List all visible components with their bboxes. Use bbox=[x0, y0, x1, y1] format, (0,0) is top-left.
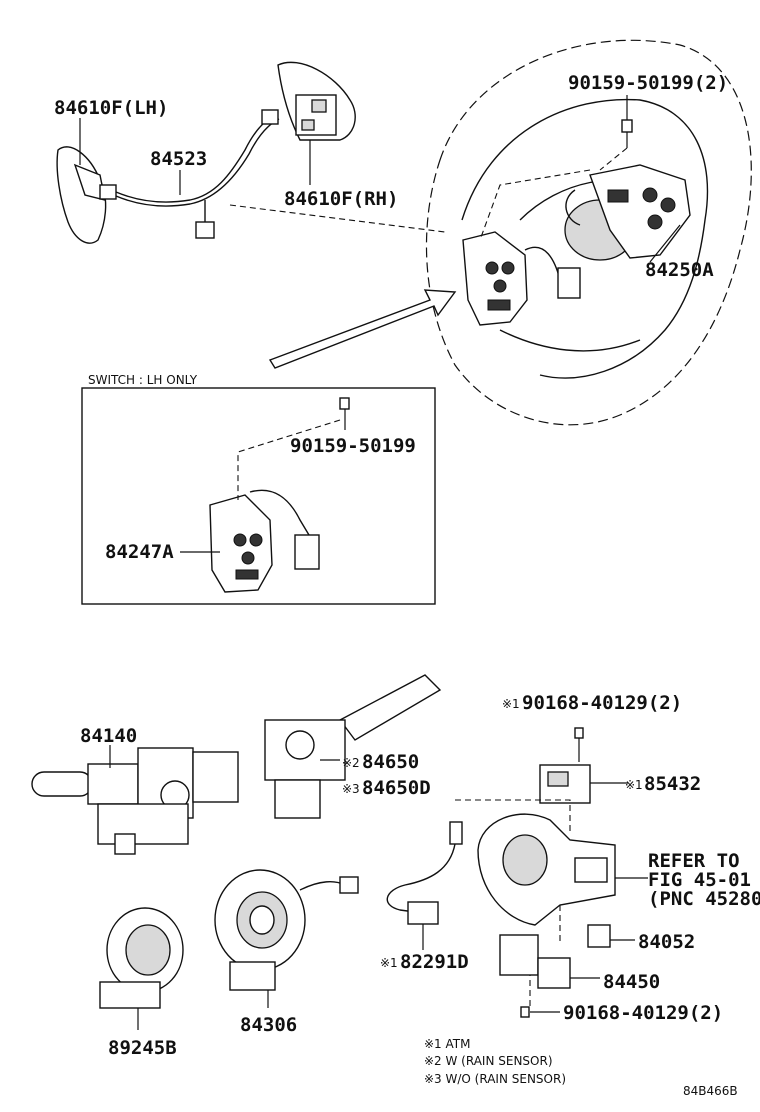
steering-wheel-illustration bbox=[425, 39, 752, 426]
inset-frame bbox=[81, 387, 436, 605]
wiper-switch-84650 bbox=[264, 674, 442, 819]
label-84650D: 84650D bbox=[362, 777, 431, 799]
paddle-shift-rh bbox=[277, 61, 356, 141]
mark-82291D: ※1 bbox=[380, 956, 398, 970]
label-84306: 84306 bbox=[240, 1014, 297, 1036]
label-84650: 84650 bbox=[362, 751, 419, 773]
steering-pad-switch-rh bbox=[565, 164, 691, 259]
label-90168-top: 90168-40129(2) bbox=[522, 692, 682, 714]
legend-item-2: ※2 W (RAIN SENSOR) bbox=[424, 1054, 553, 1068]
label-84140: 84140 bbox=[80, 725, 137, 747]
screw-90168-top bbox=[574, 727, 584, 762]
label-82291D: 82291D bbox=[400, 951, 469, 973]
cover-89245B bbox=[99, 907, 184, 1009]
paddle-shift-lh bbox=[56, 146, 117, 244]
direction-arrow bbox=[268, 289, 457, 369]
shift-lock-85432 bbox=[539, 764, 591, 804]
sensor-82291D bbox=[386, 821, 463, 925]
legend-item-3: ※3 W/O (RAIN SENSOR) bbox=[424, 1072, 566, 1086]
inset-switch-84247A bbox=[209, 397, 350, 593]
label-84247A: 84247A bbox=[105, 541, 174, 563]
refer-line-1: REFER TO bbox=[648, 850, 740, 872]
mark-90168-top: ※1 bbox=[502, 697, 520, 711]
refer-line-2: FIG 45-01 bbox=[648, 869, 751, 891]
mark-84650: ※2 bbox=[342, 756, 360, 770]
label-84052: 84052 bbox=[638, 931, 695, 953]
label-84450: 84450 bbox=[603, 971, 660, 993]
label-inset-90159-50199: 90159-50199 bbox=[290, 435, 416, 457]
key-cylinder-sensor-84052 bbox=[587, 924, 611, 948]
combination-switch-84140 bbox=[31, 747, 239, 855]
steering-lock-assembly bbox=[477, 813, 616, 926]
mark-85432: ※1 bbox=[625, 778, 643, 792]
inset-title: SWITCH : LH ONLY bbox=[88, 373, 198, 387]
label-84610F-RH: 84610F(RH) bbox=[284, 188, 398, 210]
label-90159-50199-2: 90159-50199(2) bbox=[568, 72, 728, 94]
screw-90159-50199-wheel bbox=[621, 119, 633, 148]
refer-line-3: (PNC 45280A bbox=[648, 888, 760, 910]
mark-84650D: ※3 bbox=[342, 782, 360, 796]
unlock-warning-switch-84450 bbox=[499, 934, 571, 989]
label-84523: 84523 bbox=[150, 148, 207, 170]
label-84610F-LH: 84610F(LH) bbox=[54, 97, 168, 119]
label-89245B: 89245B bbox=[108, 1037, 177, 1059]
wire-harness-84523 bbox=[115, 109, 280, 239]
diagram-code: 84B466B bbox=[683, 1084, 738, 1098]
legend-item-1: ※1 ATM bbox=[424, 1037, 470, 1051]
steering-pad-switch-lh bbox=[462, 231, 581, 326]
label-84250A: 84250A bbox=[645, 259, 714, 281]
label-90168-bottom: 90168-40129(2) bbox=[563, 1002, 723, 1024]
screw-90168-bottom bbox=[520, 1006, 530, 1018]
spiral-cable-84306 bbox=[214, 869, 359, 991]
label-85432: 85432 bbox=[644, 773, 701, 795]
